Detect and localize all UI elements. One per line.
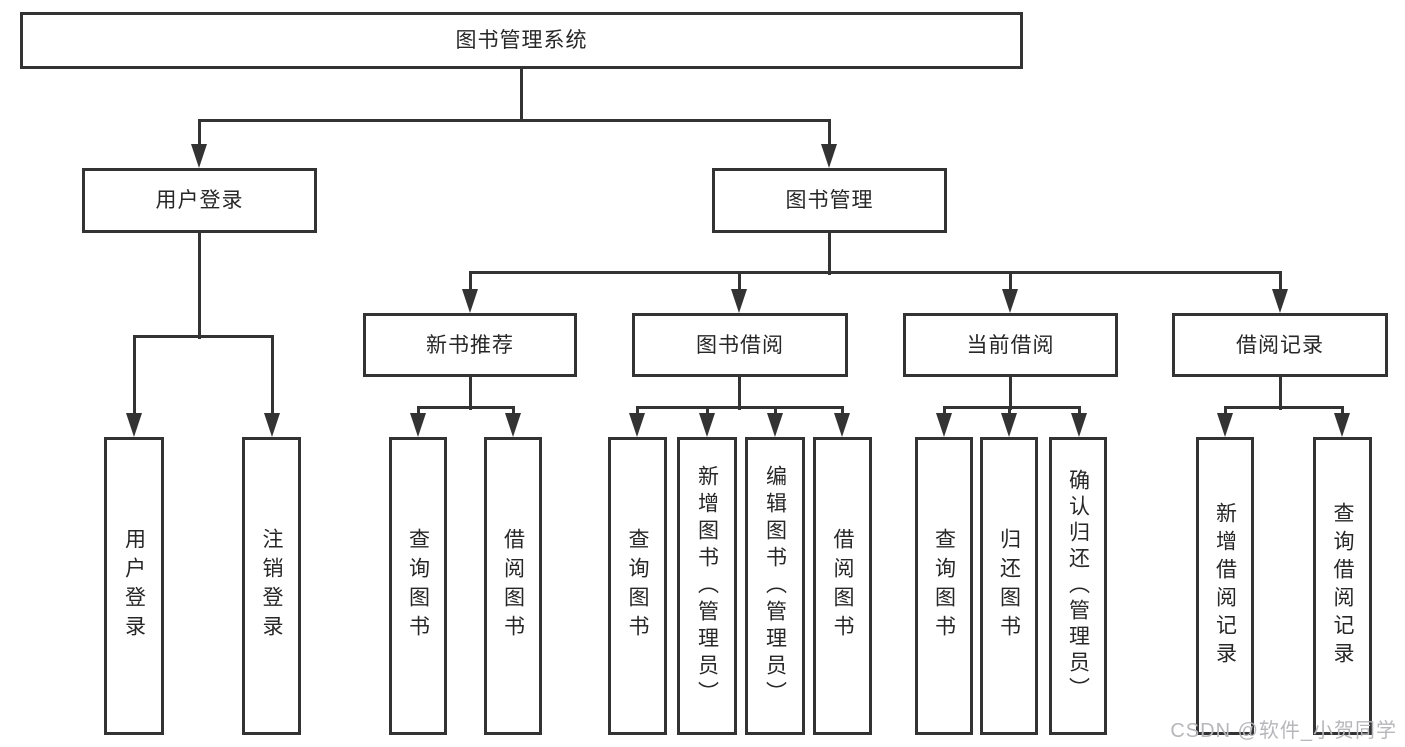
connector-vertical-line — [270, 336, 274, 416]
leaf-confirm-return-admin-label: 确认归还（管理员） — [1066, 469, 1090, 703]
connector-vertical-line — [511, 407, 515, 416]
arrowhead-down-icon — [834, 413, 850, 437]
leaf-add-borrow-record: 新增借阅记录 — [1196, 437, 1254, 735]
connector-vertical-line — [737, 377, 741, 410]
connector-vertical-line — [942, 407, 946, 416]
leaf-query-books-2-label: 查询图书 — [626, 528, 649, 644]
node-book-management-label: 图书管理 — [785, 189, 874, 212]
leaf-borrow-books-1-label: 借阅图书 — [501, 528, 525, 644]
connector-vertical-line — [132, 336, 136, 416]
leaf-add-borrow-record-label: 新增借阅记录 — [1213, 502, 1237, 670]
connector-vertical-line — [1278, 377, 1282, 410]
connector-horizontal-line — [1224, 405, 1344, 409]
connector-vertical-line — [468, 377, 472, 410]
arrowhead-down-icon — [410, 413, 426, 437]
node-book-borrowing: 图书借阅 — [632, 313, 848, 377]
leaf-query-books-2: 查询图书 — [608, 437, 667, 735]
leaf-edit-book-admin-label: 编辑图书（管理员） — [763, 464, 787, 708]
connector-vertical-line — [840, 407, 844, 416]
leaf-borrow-books-2: 借阅图书 — [813, 437, 872, 735]
arrowhead-down-icon — [1071, 413, 1087, 437]
connector-horizontal-line — [469, 270, 1282, 274]
connector-vertical-line — [773, 407, 777, 416]
arrowhead-down-icon — [699, 413, 715, 437]
connector-vertical-line — [827, 120, 831, 150]
connector-vertical-line — [635, 407, 639, 416]
connector-horizontal-line — [417, 405, 515, 409]
arrowhead-down-icon — [1217, 413, 1233, 437]
arrowhead-down-icon — [629, 413, 645, 437]
connector-horizontal-line — [943, 405, 1081, 409]
leaf-borrow-books-1: 借阅图书 — [484, 437, 542, 735]
node-root: 图书管理系统 — [20, 12, 1023, 69]
leaf-add-book-admin-label: 新增图书（管理员） — [695, 464, 719, 708]
leaf-borrow-books-2-label: 借阅图书 — [831, 528, 854, 644]
connector-vertical-line — [1007, 407, 1011, 416]
connector-vertical-line — [1008, 377, 1012, 410]
leaf-query-books-1: 查询图书 — [389, 437, 447, 735]
arrowhead-down-icon — [731, 289, 747, 313]
arrowhead-down-icon — [1001, 413, 1017, 437]
arrowhead-down-icon — [1334, 413, 1350, 437]
connector-horizontal-line — [636, 405, 844, 409]
arrowhead-down-icon — [1002, 289, 1018, 313]
node-user-login-label: 用户登录 — [155, 189, 244, 212]
node-current-borrowing-label: 当前借阅 — [966, 333, 1055, 357]
arrowhead-down-icon — [1272, 289, 1288, 313]
leaf-add-book-admin: 新增图书（管理员） — [677, 437, 737, 735]
arrowhead-down-icon — [191, 144, 207, 168]
leaf-user-login-label: 用户登录 — [122, 528, 146, 644]
node-user-login: 用户登录 — [82, 168, 317, 233]
leaf-logout-label: 注销登录 — [260, 528, 283, 644]
connector-vertical-line — [1223, 407, 1227, 416]
connector-horizontal-line — [198, 118, 831, 122]
leaf-query-books-3: 查询图书 — [915, 437, 973, 735]
arrowhead-down-icon — [767, 413, 783, 437]
leaf-query-borrow-record-label: 查询借阅记录 — [1331, 502, 1354, 670]
connector-vertical-line — [197, 120, 201, 150]
node-book-borrowing-label: 图书借阅 — [696, 333, 784, 357]
node-book-management: 图书管理 — [712, 168, 947, 233]
leaf-user-login: 用户登录 — [104, 437, 164, 735]
connector-vertical-line — [416, 407, 420, 416]
node-current-borrowing: 当前借阅 — [903, 313, 1118, 377]
arrowhead-down-icon — [821, 144, 837, 168]
connector-vertical-line — [737, 272, 741, 293]
leaf-edit-book-admin: 编辑图书（管理员） — [745, 437, 805, 735]
connector-vertical-line — [468, 272, 472, 293]
node-new-book-recommendation: 新书推荐 — [363, 313, 577, 377]
connector-vertical-line — [519, 69, 523, 120]
leaf-query-books-1-label: 查询图书 — [406, 528, 430, 644]
connector-vertical-line — [197, 233, 201, 339]
connector-vertical-line — [1008, 272, 1012, 293]
connector-vertical-line — [1077, 407, 1081, 416]
arrowhead-down-icon — [936, 413, 952, 437]
leaf-query-borrow-record: 查询借阅记录 — [1313, 437, 1372, 735]
arrowhead-down-icon — [264, 413, 280, 437]
node-borrowing-records-label: 借阅记录 — [1236, 333, 1324, 357]
node-new-book-recommendation-label: 新书推荐 — [426, 333, 514, 357]
leaf-confirm-return-admin: 确认归还（管理员） — [1049, 437, 1107, 735]
node-borrowing-records: 借阅记录 — [1172, 313, 1388, 377]
connector-vertical-line — [705, 407, 709, 416]
node-root-label: 图书管理系统 — [455, 29, 588, 52]
leaf-return-books-label: 归还图书 — [997, 528, 1021, 644]
leaf-logout: 注销登录 — [242, 437, 301, 735]
leaf-query-books-3-label: 查询图书 — [932, 528, 956, 644]
arrowhead-down-icon — [126, 413, 142, 437]
arrowhead-down-icon — [462, 289, 478, 313]
connector-vertical-line — [1278, 272, 1282, 293]
arrowhead-down-icon — [505, 413, 521, 437]
connector-vertical-line — [1340, 407, 1344, 416]
connector-vertical-line — [827, 233, 831, 275]
leaf-return-books: 归还图书 — [980, 437, 1038, 735]
connector-horizontal-line — [133, 334, 274, 338]
